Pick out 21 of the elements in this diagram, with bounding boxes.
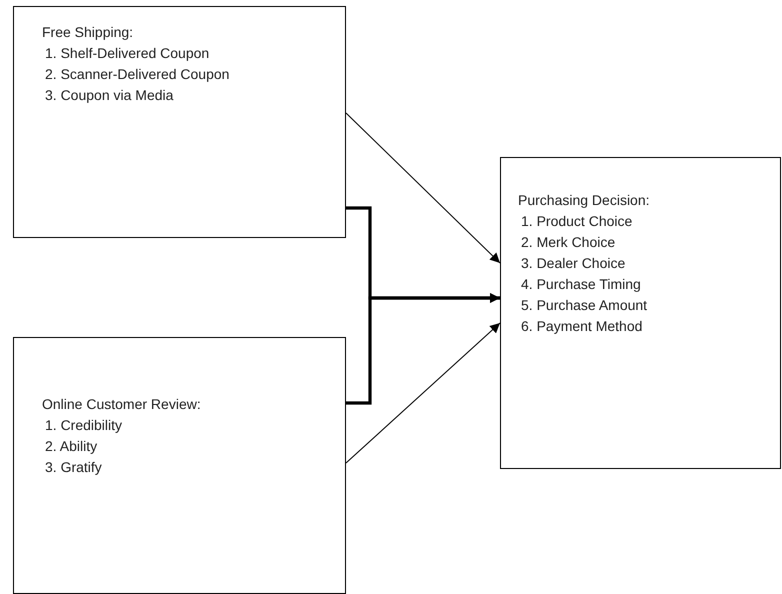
list-item: 6. Payment Method	[520, 317, 644, 336]
list-item: 2. Ability	[44, 437, 98, 456]
arrow	[346, 112, 500, 264]
list-item: 5. Purchase Amount	[520, 296, 648, 315]
box-heading: Online Customer Review:	[42, 395, 202, 414]
list-item: 4. Purchase Timing	[520, 275, 642, 294]
arrow	[346, 293, 500, 405]
box-heading: Purchasing Decision:	[518, 191, 651, 210]
text-box	[13, 337, 346, 594]
list-item: 1. Product Choice	[520, 212, 634, 231]
list-item: 3. Gratify	[44, 458, 103, 477]
list-item: 3. Dealer Choice	[520, 254, 626, 273]
list-item: 2. Merk Choice	[520, 233, 616, 252]
box-heading: Free Shipping:	[42, 23, 134, 42]
list-item: 2. Scanner-Delivered Coupon	[44, 65, 230, 84]
text-box	[13, 6, 346, 238]
list-item: 3. Coupon via Media	[44, 86, 174, 105]
text-box	[500, 157, 781, 469]
list-item: 1. Credibility	[44, 416, 124, 435]
arrow	[346, 322, 500, 464]
list-item: 1. Shelf-Delivered Coupon	[44, 44, 210, 63]
